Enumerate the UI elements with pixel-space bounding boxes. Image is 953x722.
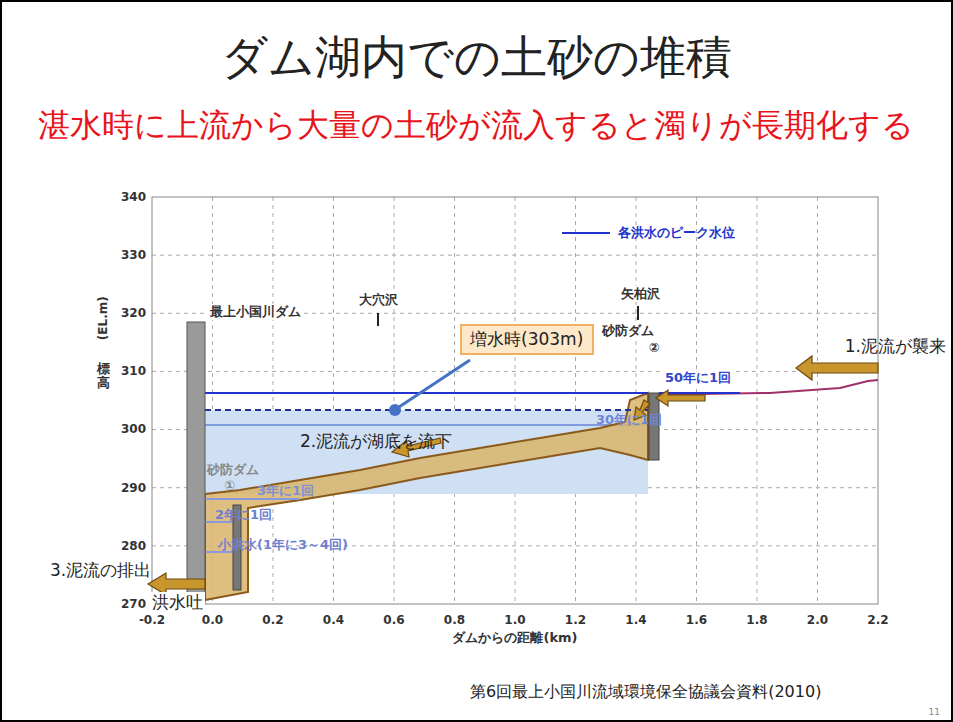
grid-line [454,197,455,604]
tick-label: 330 [121,248,146,262]
flood-level-label: 3年に1回 [257,483,314,499]
tick-label: 290 [121,481,146,495]
flood-level-50y-river [659,392,740,394]
tick-label: 0.6 [383,613,404,627]
flood-level-label: 50年に1回 [663,370,733,386]
tick-label: 270 [121,597,146,611]
tick-label: 1.8 [746,613,767,627]
flood-level-3y [205,498,300,500]
legend-line [562,232,610,234]
sediment-deposit [205,393,648,600]
flood-level-label: 2年に1回 [215,507,272,523]
flood-level-30y [205,424,648,426]
tick-label: 0.8 [444,613,465,627]
step-note: 2.泥流が湖底を流下 [300,431,452,451]
tick-label: 0.4 [323,613,344,627]
grid-line [515,197,516,604]
callout-box: 増水時(303m) [460,324,594,355]
grid-line [575,197,576,604]
axis-title: ダムからの距離(km) [452,630,577,646]
callout-number: ② [646,340,661,356]
outlet-label: 洪水吐 [150,592,205,612]
grid-line [394,197,395,604]
flood-level-303m [205,409,648,411]
tributary-tick [377,313,379,326]
grid-line [152,255,878,256]
slide-title: ダム湖内での土砂の堆積 [221,30,732,85]
tick-label: 2.2 [867,613,888,627]
tick-label: 280 [121,539,146,553]
check-dam-name: 砂防ダム [207,462,259,478]
tick-label: 320 [121,306,146,320]
flood-level-label: 30年に1回 [596,412,662,428]
tick-label: 300 [121,422,146,436]
tick-label: 0.0 [202,613,223,627]
tick-label: 2.0 [807,613,828,627]
source-note: 第6回最上小国川流域環境保全協議会資料(2010) [470,682,821,701]
tick-label: 310 [121,364,146,378]
mudflow-arrow [656,390,705,406]
callout-leader [399,360,470,407]
tick-label: 1.4 [625,613,646,627]
tick-label: 0.2 [262,613,283,627]
dam-name: 最上小国川ダム [208,304,303,320]
mudflow-arrow [796,356,878,380]
tick-label: 1.2 [565,613,586,627]
tributary-name: 大穴沢 [357,292,400,308]
plot-frame [152,197,878,604]
flood-level-label: 小洪水(1年に3～4回) [218,537,348,553]
grid [152,197,878,604]
grid-line [817,197,818,604]
axis-title: 標高 [97,362,110,391]
tick-label: 340 [121,190,146,204]
grid-line [757,197,758,604]
flood-level-50y [205,392,648,394]
mudflow-arrows [148,356,878,595]
tick-label: 1.0 [504,613,525,627]
callout-text: 増水時(303m) [470,329,584,349]
main-dam [187,322,205,604]
tributary-name: 矢柏沢 [619,286,662,302]
legend-text: 各洪水のピーク水位 [618,225,735,241]
step-note: 1.泥流が襲来 [845,336,946,356]
grid-line [152,371,878,372]
tributary-tick [637,306,639,320]
callout-number: ① [224,478,235,494]
tick-label: 1.6 [686,613,707,627]
tick-label: -0.2 [139,613,165,627]
page-number: 11 [929,707,940,718]
axis-title: (EL.m) [96,296,110,340]
callout-dot [389,404,401,416]
step-note: 3.泥流の排出 [50,560,151,580]
check-dam-name: 砂防ダム [600,323,656,339]
subtitle: 湛水時に上流から大量の土砂が流入すると濁りが長期化する [38,106,914,144]
